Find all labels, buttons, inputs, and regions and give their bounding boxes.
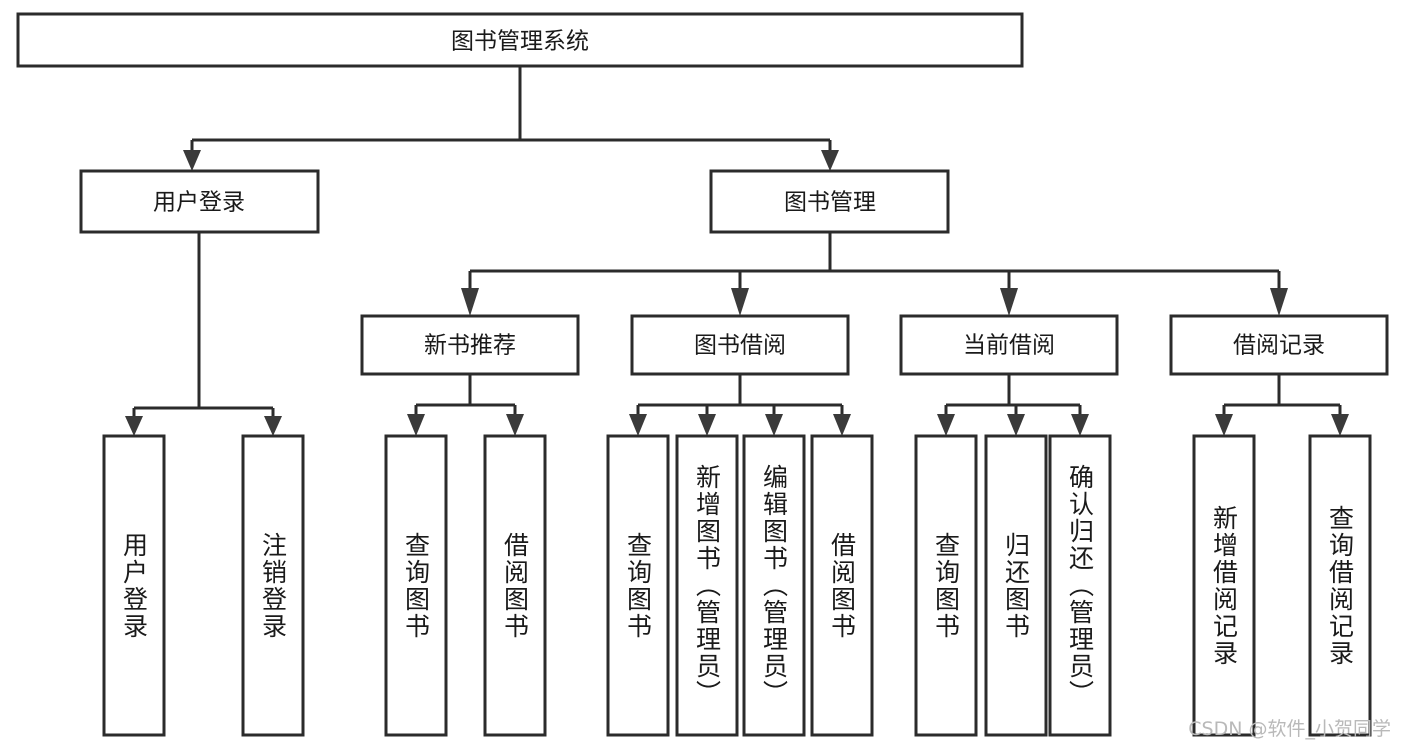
node-leaf-query-book-recommend[interactable]	[384, 434, 448, 737]
arrow-head-icon	[821, 150, 839, 171]
watermark-text: CSDN @软件_小贺同学	[1188, 718, 1391, 740]
node-leaf-query-book-borrow[interactable]	[606, 434, 670, 737]
node-book-management-label: 图书管理	[784, 190, 876, 216]
node-leaf-borrow-book-recommend[interactable]	[483, 434, 547, 737]
arrow-head-icon	[461, 288, 479, 316]
arrow-head-icon	[629, 414, 647, 436]
node-borrow-record-label: 借阅记录	[1233, 333, 1325, 359]
arrow-head-icon	[125, 416, 143, 436]
arrow-head-icon	[833, 414, 851, 436]
node-leaf-logout[interactable]	[241, 434, 305, 737]
node-root-label: 图书管理系统	[451, 29, 589, 55]
arrow-head-icon	[407, 414, 425, 436]
node-user-login-label: 用户登录	[153, 190, 245, 216]
arrowhead-layer	[125, 150, 1349, 436]
arrow-head-icon	[731, 288, 749, 316]
arrow-head-icon	[1331, 414, 1349, 436]
node-leaf-borrow-book[interactable]	[810, 434, 874, 737]
node-leaf-return-book[interactable]	[984, 434, 1048, 737]
arrow-head-icon	[1000, 288, 1018, 316]
node-current-borrow[interactable]	[899, 314, 1119, 376]
arrow-head-icon	[183, 150, 201, 171]
arrow-head-icon	[765, 414, 783, 436]
node-leaf-confirm-return-admin[interactable]	[1048, 434, 1112, 737]
node-leaf-query-book-current[interactable]	[914, 434, 978, 737]
node-book-borrow-label: 图书借阅	[694, 333, 786, 359]
arrow-head-icon	[937, 414, 955, 436]
node-current-borrow-label: 当前借阅	[963, 333, 1055, 359]
node-layer: 图书管理系统 用户登录 图书管理 新书推荐 图书借阅 当前借阅 借阅记录	[16, 12, 1389, 737]
arrow-head-icon	[264, 416, 282, 436]
arrow-head-icon	[1215, 414, 1233, 436]
node-leaf-edit-book-admin[interactable]	[742, 434, 806, 737]
node-book-management[interactable]	[709, 169, 950, 234]
node-new-book-recommend[interactable]	[360, 314, 580, 376]
node-leaf-query-borrow-record[interactable]	[1308, 434, 1372, 737]
node-user-login[interactable]	[79, 169, 320, 234]
node-leaf-add-book-admin[interactable]	[675, 434, 739, 737]
node-root[interactable]	[16, 12, 1024, 68]
node-leaf-add-borrow-record[interactable]	[1192, 434, 1256, 737]
arrow-head-icon	[1071, 414, 1089, 436]
node-borrow-record[interactable]	[1169, 314, 1389, 376]
arrow-head-icon	[506, 414, 524, 436]
node-new-book-recommend-label: 新书推荐	[424, 333, 516, 359]
arrow-head-icon	[1007, 414, 1025, 436]
node-leaf-user-login[interactable]	[102, 434, 166, 737]
arrow-head-icon	[698, 414, 716, 436]
arrow-head-icon	[1270, 288, 1288, 316]
node-book-borrow[interactable]	[630, 314, 850, 376]
